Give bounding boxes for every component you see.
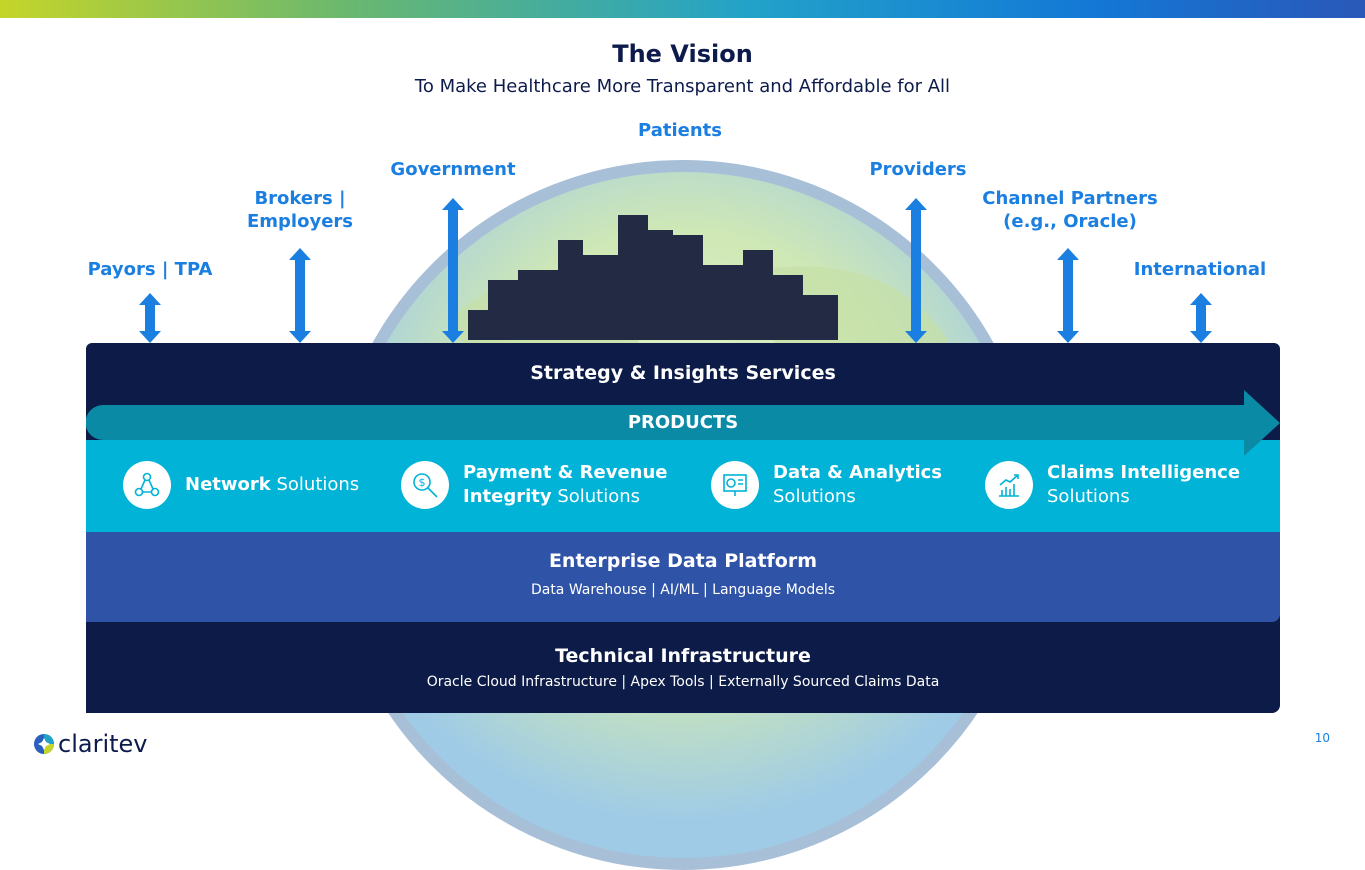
solution-bold: Data & Analytics (773, 462, 943, 483)
edp-title: Enterprise Data Platform (548, 550, 818, 572)
arrow-payors (139, 293, 161, 343)
arrow-international (1190, 293, 1212, 343)
logo-text: claritev (58, 730, 148, 758)
svg-text:$: $ (419, 476, 426, 489)
top-gradient-bar (0, 0, 1365, 18)
products-layer (86, 440, 1280, 532)
technical-infrastructure-layer (86, 612, 1280, 713)
solution-rest: Solutions (276, 474, 360, 495)
dollar-search-icon: $ (401, 461, 449, 509)
solution-rest: Solutions (1047, 486, 1130, 507)
solution-network: Network Solutions (123, 461, 359, 509)
stakeholder-payors: Payors | TPA (87, 259, 213, 280)
stakeholder-patients: Patients (638, 120, 722, 141)
arrow-government (442, 198, 464, 343)
page-subtitle: To Make Healthcare More Transparent and … (414, 76, 951, 97)
arrow-channel (1057, 248, 1079, 343)
page-number: 10 (1314, 731, 1330, 745)
growth-chart-icon (985, 461, 1033, 509)
stakeholder-arrows (139, 198, 1212, 343)
arrow-brokers (289, 248, 311, 343)
products-label: PRODUCTS (627, 412, 739, 433)
solution-bold: Payment & Revenue (463, 462, 668, 483)
solution-rest: Solutions (773, 486, 856, 507)
solution-bold: Integrity (463, 486, 552, 507)
solution-rest: Solutions (557, 486, 641, 507)
solution-bold: Network (185, 474, 271, 495)
stakeholder-government: Government (390, 159, 516, 180)
edp-subtitle: Data Warehouse | AI/ML | Language Models (530, 582, 836, 598)
logo-mark-icon (34, 734, 54, 754)
stakeholder-international: International (1133, 259, 1267, 280)
stakeholder-channel-partners: Channel Partners (e.g., Oracle) (982, 188, 1158, 232)
enterprise-data-platform-layer (86, 531, 1280, 622)
strategy-title: Strategy & Insights Services (530, 362, 836, 384)
solution-bold: Claims Intelligence (1047, 462, 1241, 483)
arrow-providers (905, 198, 927, 343)
tech-subtitle: Oracle Cloud Infrastructure | Apex Tools… (426, 674, 940, 690)
stakeholder-providers: Providers (869, 159, 967, 180)
stakeholder-brokers: Brokers | Employers (246, 188, 353, 232)
presentation-chart-icon (711, 461, 759, 509)
products-arrow (86, 390, 1280, 456)
claritev-logo: claritev (34, 730, 147, 758)
tech-title: Technical Infrastructure (555, 645, 811, 667)
network-icon (123, 461, 171, 509)
page-title: The Vision (612, 40, 753, 68)
